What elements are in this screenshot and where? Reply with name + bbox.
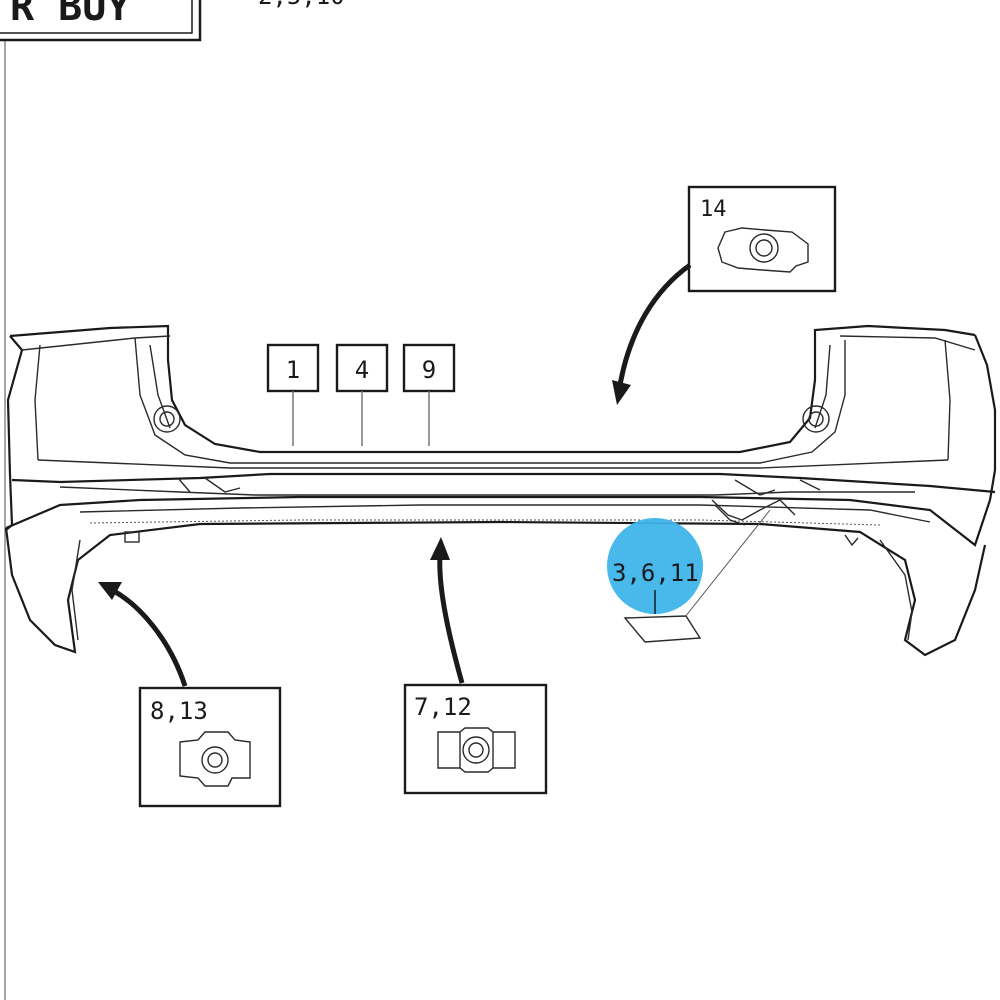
callout-8-13[interactable]: 8,13 bbox=[98, 582, 282, 808]
partial-title-box: R BUY bbox=[0, 0, 202, 42]
sensor-clip-icon bbox=[437, 727, 516, 773]
sensor-holder-icon bbox=[179, 731, 251, 787]
callout-4[interactable]: 4 bbox=[335, 343, 389, 446]
callout-8-13-label: 8,13 bbox=[150, 697, 208, 725]
callout-7-12-label: 7,12 bbox=[414, 693, 472, 721]
partial-title-text: R BUY bbox=[10, 0, 130, 30]
cover-plate-icon bbox=[623, 615, 702, 643]
callout-7-12[interactable]: 7,12 bbox=[403, 537, 548, 795]
callout-3-6-11[interactable]: 3,6,11 bbox=[607, 509, 771, 643]
rear-bumper-drawing bbox=[4, 324, 997, 657]
partial-subtitle: 2,5,10 bbox=[258, 0, 345, 10]
highlight-circle bbox=[607, 518, 703, 614]
left-tow-eye bbox=[153, 405, 181, 433]
sensor-bracket-icon bbox=[717, 227, 809, 273]
callout-9-label: 9 bbox=[422, 356, 436, 384]
callout-9[interactable]: 9 bbox=[402, 343, 456, 446]
callout-3-6-11-label: 3,6,11 bbox=[612, 559, 699, 587]
callout-1-label: 1 bbox=[286, 356, 300, 384]
callout-1[interactable]: 1 bbox=[266, 343, 320, 446]
callout-14[interactable]: 14 bbox=[612, 185, 837, 405]
right-tow-eye bbox=[802, 405, 830, 433]
callout-14-label: 14 bbox=[700, 197, 727, 222]
callout-4-label: 4 bbox=[355, 356, 369, 384]
